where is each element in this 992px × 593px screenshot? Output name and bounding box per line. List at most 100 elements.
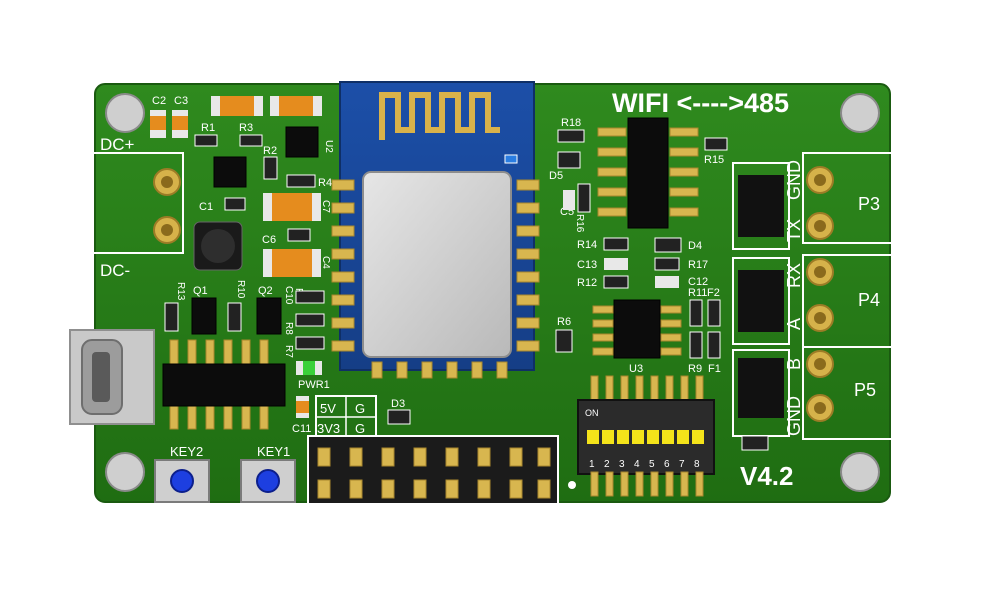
terminal-p5-label: P5	[854, 380, 876, 400]
label-r3: R3	[239, 122, 253, 134]
label-c10: C10	[283, 286, 294, 305]
pin-label-gnd-top: GND	[784, 160, 804, 200]
label-c6: C6	[262, 234, 276, 246]
rf-shield	[362, 171, 512, 358]
power-section: C2 C3 R1 R3 R2 U2 R4 C1 C7 C6 C4	[150, 95, 334, 277]
pin-label-b: B	[784, 358, 804, 370]
pin-header: 5V G 3V3 G	[307, 395, 559, 505]
dip-number: 1	[589, 459, 595, 470]
label-u2: U2	[323, 140, 334, 153]
module-pads-left	[331, 179, 355, 352]
header-label-3v3: 3V3	[317, 421, 340, 436]
mounting-holes	[105, 93, 880, 492]
key1-button[interactable]	[240, 459, 296, 503]
label-c11: C11	[292, 423, 311, 435]
label-r13: R13	[175, 282, 186, 301]
dimension-bottom: 62.08mm	[121, 500, 863, 554]
antenna-trace	[379, 92, 500, 140]
dip-number: 5	[649, 459, 655, 470]
dip-number: 3	[619, 459, 625, 470]
dimension-top-label: 67.23mm	[443, 26, 536, 51]
label-u3: U3	[629, 363, 643, 375]
label-r2: R2	[263, 145, 277, 157]
dimension-left: 35.33mm	[22, 83, 100, 503]
label-c3: C3	[174, 95, 188, 107]
dip-bottom-pins	[590, 471, 704, 497]
dip-numbers: 1 2 3 4 5 6 7 8	[589, 459, 700, 470]
label-q1: Q1	[193, 285, 208, 297]
dip-switch[interactable]	[577, 375, 715, 497]
key2-label: KEY2	[170, 444, 203, 459]
module-pads-right	[516, 179, 540, 352]
pin1-marker	[568, 481, 576, 489]
pin-label-a: A	[784, 318, 804, 330]
label-r12: R12	[577, 277, 597, 289]
label-f2: F2	[707, 287, 720, 299]
label-c13: C13	[577, 259, 597, 271]
dip-number: 2	[604, 459, 610, 470]
usb-connector	[69, 329, 155, 425]
pin-label-gnd-bottom: GND	[784, 396, 804, 436]
header-label-g1: G	[355, 401, 365, 416]
usb-serial-ic	[162, 339, 286, 430]
label-r16: R16	[574, 214, 585, 233]
pin-label-tx: TX	[784, 219, 804, 242]
dip-number: 7	[679, 459, 685, 470]
label-r17: R17	[688, 259, 708, 271]
label-d4: D4	[688, 240, 702, 252]
dimension-right-label: 30.15mm	[936, 254, 961, 347]
wifi-module	[331, 81, 540, 379]
dimension-top: 67.23mm	[94, 20, 891, 85]
terminal-p5	[802, 346, 916, 440]
label-r11: R11	[688, 287, 707, 299]
terminal-p4-label: P4	[858, 290, 880, 310]
dimension-bottom-label: 62.08mm	[444, 529, 537, 554]
rs485-section: R18 D5 C5 R16 R15 R14 C13 R12 D4 R17 C12…	[549, 117, 728, 375]
label-r9: R9	[688, 363, 702, 375]
label-d5: D5	[549, 170, 563, 182]
transistor-section: R13 Q1 R10 Q2 C10 R5 R8 R7 PWR1 C11	[164, 280, 330, 435]
label-r7: R7	[283, 345, 294, 358]
dimension-left-label: 35.33mm	[26, 252, 51, 345]
terminal-p4	[802, 254, 916, 348]
label-c12: C12	[688, 276, 708, 288]
header-label-g2: G	[355, 421, 365, 436]
dc-power-connector: DC+ DC-	[69, 135, 184, 280]
label-r1: R1	[201, 122, 215, 134]
tvs-diodes	[732, 162, 790, 451]
label-q2: Q2	[258, 285, 273, 297]
label-f1: F1	[708, 363, 721, 375]
terminal-p3-label: P3	[858, 194, 880, 214]
label-d3: D3	[391, 398, 405, 410]
board-title: WIFI <---->485	[612, 88, 789, 118]
module-pads-bottom	[371, 361, 508, 379]
dc-minus-label: DC-	[100, 261, 130, 280]
header-label-5v: 5V	[320, 401, 336, 416]
label-r14: R14	[577, 239, 597, 251]
dip-on-label: ON	[585, 408, 599, 418]
label-c4: C4	[320, 256, 331, 269]
dip-number: 8	[694, 459, 700, 470]
label-r4: R4	[318, 177, 332, 189]
dip-number: 6	[664, 459, 670, 470]
dip-levers	[587, 430, 704, 444]
label-c2: C2	[152, 95, 166, 107]
label-pwr1: PWR1	[298, 379, 330, 391]
label-r15: R15	[704, 154, 724, 166]
key1-label: KEY1	[257, 444, 290, 459]
label-r8: R8	[283, 322, 294, 335]
label-r10: R10	[235, 280, 246, 299]
dimension-right: 30.15mm	[880, 112, 961, 473]
label-r6: R6	[557, 316, 571, 328]
label-r18: R18	[561, 117, 581, 129]
dc-plus-label: DC+	[100, 135, 135, 154]
dip-number: 4	[634, 459, 640, 470]
key2-button[interactable]	[154, 459, 210, 503]
board-version: V4.2	[740, 461, 794, 491]
label-c7: C7	[320, 200, 331, 213]
label-c1: C1	[199, 201, 213, 213]
pin-label-rx: RX	[784, 263, 804, 288]
terminal-p3	[802, 152, 916, 244]
